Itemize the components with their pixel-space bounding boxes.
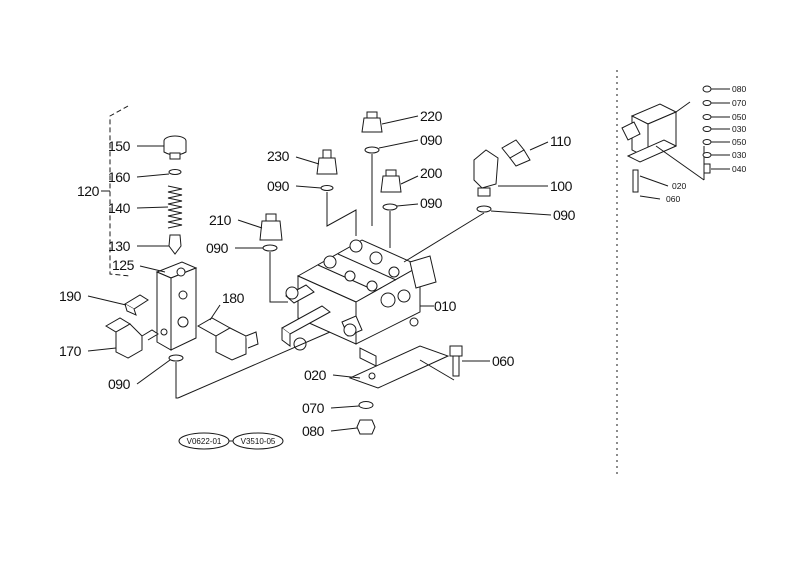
o-ring-160 <box>136 169 182 178</box>
reference-tag-group <box>178 432 284 450</box>
inset-callout-labels: 080 070 050 030 050 030 040 020 060 <box>666 84 746 204</box>
callout-main-callouts-23: 060 <box>492 353 515 369</box>
o-ring-090-210 <box>235 244 288 303</box>
callout-main-callouts-8: 090 <box>553 207 576 223</box>
callout-main-callouts-2: 230 <box>267 148 290 164</box>
callout-main-callouts-9: 210 <box>209 212 232 228</box>
callout-main-callouts-5: 090 <box>420 195 443 211</box>
callout-main-callouts-22: 020 <box>304 367 327 383</box>
o-ring-090-230 <box>295 185 357 236</box>
callout-inset-callouts-7: 020 <box>672 181 686 191</box>
callout-inset-callouts-0: 080 <box>732 84 746 94</box>
callout-main-callouts-3: 090 <box>267 178 290 194</box>
callout-inset-callouts-1: 070 <box>732 98 746 108</box>
o-ring-090-lower <box>136 354 184 399</box>
elbow-110 <box>501 139 549 167</box>
fitting-100 <box>473 149 548 197</box>
callout-main-callouts-13: 120 <box>77 183 100 199</box>
callout-main-callouts-12: 160 <box>108 169 131 185</box>
callout-inset-callouts-2: 050 <box>732 112 746 122</box>
callout-main-callouts-25: 080 <box>302 423 325 439</box>
callout-inset-callouts-4: 050 <box>732 137 746 147</box>
callout-main-callouts-18: 180 <box>222 290 245 306</box>
fitting-230 <box>295 149 338 175</box>
callout-reference-tags-0: V0622-01 <box>187 437 222 446</box>
callout-main-callouts-6: 110 <box>550 133 572 149</box>
relief-plug-150 <box>137 135 187 160</box>
elbow-170 <box>87 317 159 359</box>
fitting-200 <box>380 169 419 193</box>
callout-main-callouts-21: 090 <box>108 376 131 392</box>
callout-labels: 220 090 230 090 200 090 110 100 090 210 090 150 160 1… <box>59 108 576 439</box>
callout-inset-callouts-6: 040 <box>732 164 746 174</box>
o-ring-090-220 <box>364 139 419 226</box>
poppet-130 <box>137 234 182 255</box>
callout-inset-callouts-5: 030 <box>732 150 746 160</box>
callout-inset-callouts-3: 030 <box>732 124 746 134</box>
callout-main-callouts-24: 070 <box>302 400 325 416</box>
callout-reference-tags-1: V3510-05 <box>241 437 276 446</box>
callout-main-callouts-10: 090 <box>206 240 229 256</box>
elbow-180 <box>196 304 259 361</box>
relief-body-125 <box>139 261 198 351</box>
reference-labels: V0622-01 V3510-05 <box>187 437 276 446</box>
callout-main-callouts-0: 220 <box>420 108 443 124</box>
callout-main-callouts-19: 010 <box>434 298 457 314</box>
callout-main-callouts-4: 200 <box>420 165 443 181</box>
bolt-060 <box>419 345 490 381</box>
fitting-220 <box>361 111 419 133</box>
washer-070 <box>330 401 374 409</box>
fitting-210 <box>237 213 283 241</box>
group-120-bracket <box>101 105 131 277</box>
callout-main-callouts-15: 130 <box>108 238 131 254</box>
callout-inset-callouts-8: 060 <box>666 194 680 204</box>
callout-main-callouts-20: 170 <box>59 343 82 359</box>
nut-080 <box>330 419 376 435</box>
control-valve-010 <box>281 239 437 351</box>
callout-main-callouts-1: 090 <box>420 132 443 148</box>
o-ring-090-100 <box>403 205 552 263</box>
o-ring-090-200 <box>382 203 419 248</box>
mounting-plate-020 <box>332 345 450 389</box>
callout-main-callouts-17: 190 <box>59 288 82 304</box>
callout-main-callouts-11: 150 <box>108 138 131 154</box>
fitting-190 <box>87 294 149 316</box>
callout-main-callouts-14: 140 <box>108 200 131 216</box>
inset-valve-sketch <box>621 85 730 200</box>
callout-main-callouts-16: 125 <box>112 257 135 273</box>
callout-main-callouts-7: 100 <box>550 178 573 194</box>
spring-140 <box>136 185 183 229</box>
